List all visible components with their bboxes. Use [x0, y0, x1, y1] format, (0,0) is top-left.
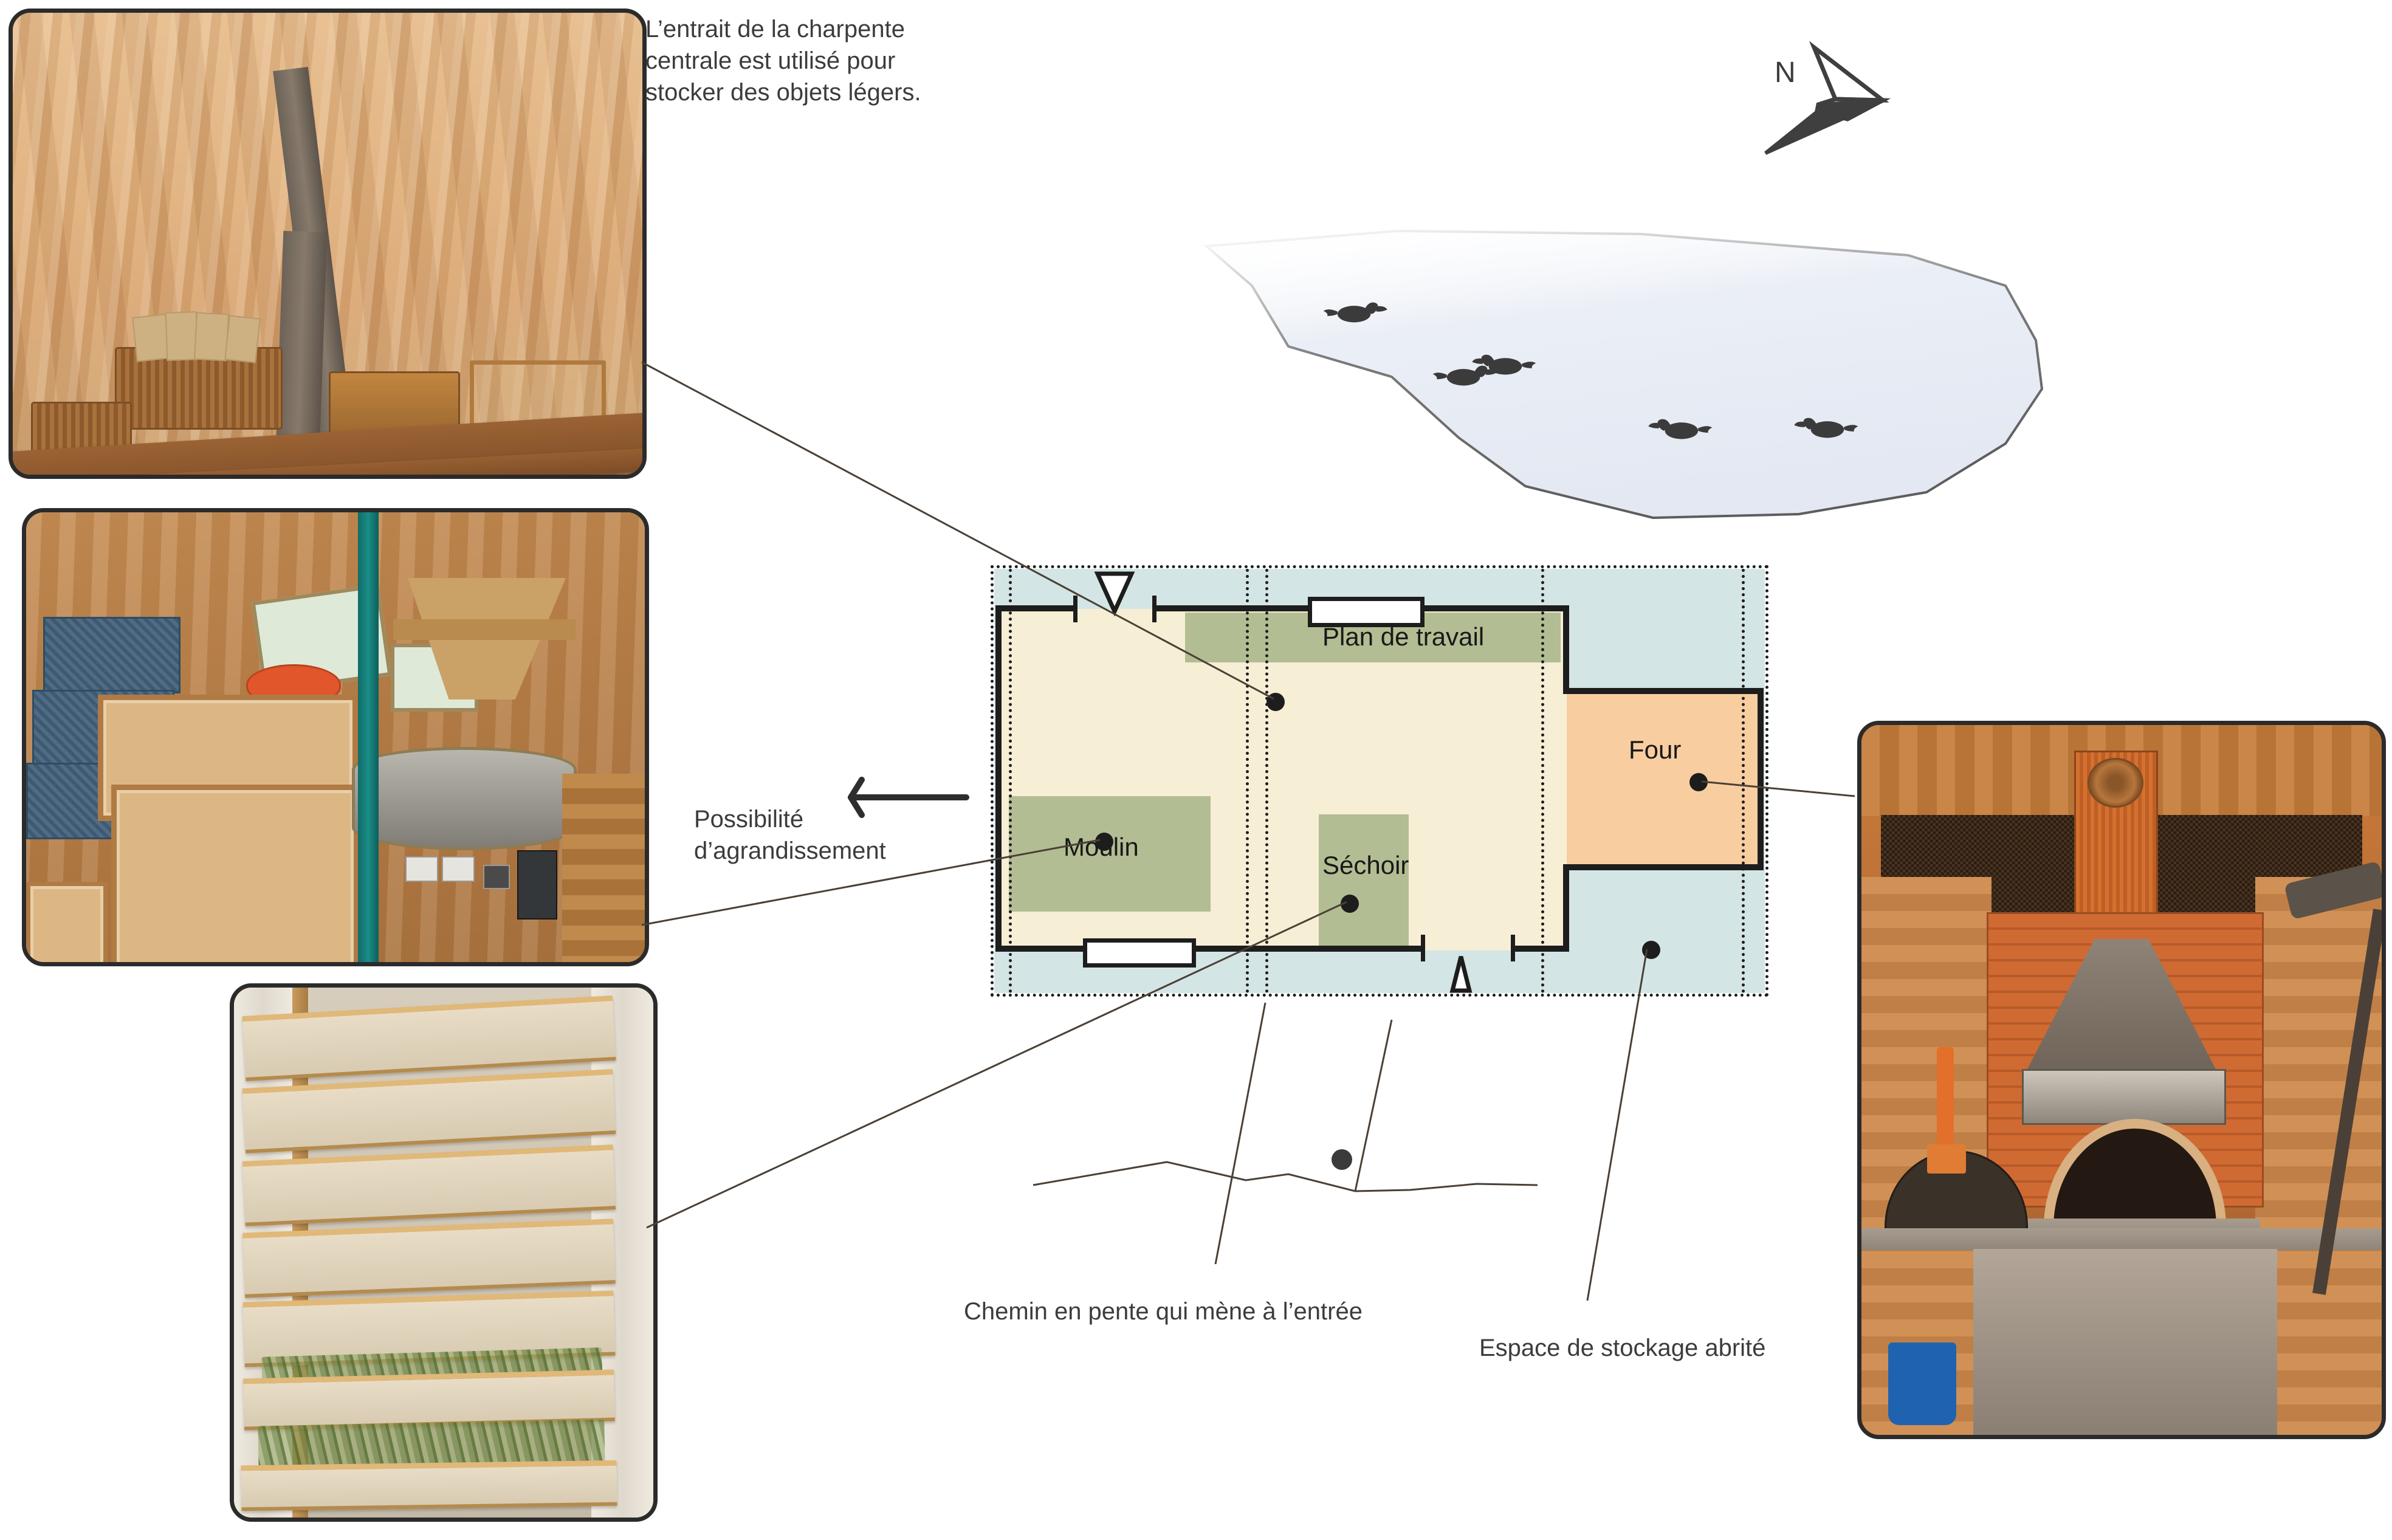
leader-dot-storage	[1642, 941, 1660, 959]
photo-sechoir-image	[234, 988, 653, 1518]
path-node-dot	[1332, 1149, 1352, 1170]
door-jamb-top-right	[1152, 596, 1156, 622]
photo-sechoir[interactable]	[230, 983, 658, 1522]
photo-attic[interactable]	[9, 9, 647, 479]
site-path-branch	[1354, 1019, 1393, 1192]
annotation-path: Chemin en pente qui mène à l’entrée	[964, 1298, 1363, 1325]
grid-line-2	[1246, 569, 1249, 993]
photo-moulin-image	[26, 512, 645, 962]
wall-top-left	[995, 605, 1073, 611]
wall-four-right	[1758, 688, 1764, 870]
leader-storage	[1586, 949, 1648, 1301]
annotation-storage: Espace de stockage abrité	[1479, 1335, 1766, 1361]
wall-bottom-right	[1514, 946, 1569, 952]
grid-line-4	[1541, 569, 1544, 993]
wall-right-lower	[1563, 864, 1569, 952]
label-sechoir: Séchoir	[1322, 851, 1409, 879]
furniture-sechoir	[1319, 814, 1409, 949]
label-four: Four	[1629, 735, 1682, 764]
leader-dot-charpente	[1266, 693, 1285, 711]
leader-dot-sechoir	[1341, 895, 1359, 913]
wall-four-top	[1563, 688, 1764, 694]
leader-dot-four	[1689, 773, 1708, 791]
wall-right-upper	[1563, 605, 1569, 694]
window-south	[1083, 938, 1196, 968]
annotation-attic-note: L’entrait de la charpente centrale est u…	[645, 16, 921, 106]
room-four	[1567, 690, 1760, 868]
wall-left	[995, 605, 1002, 952]
leader-path	[1214, 1002, 1266, 1265]
annotation-expansion: Possibilité d’agrandissement	[694, 806, 886, 864]
site-path	[1033, 1161, 1538, 1192]
floor-plan: Plan de travail Moulin Séchoir Four	[991, 565, 1768, 997]
photo-four-image	[1861, 725, 2382, 1435]
photo-moulin[interactable]	[22, 508, 649, 966]
door-jamb-top-left	[1073, 596, 1077, 622]
photo-attic-image	[13, 13, 642, 475]
label-plan-de-travail: Plan de travail	[1322, 622, 1485, 651]
door-jamb-bottom-right	[1511, 935, 1515, 961]
pond-shape	[1203, 229, 2044, 520]
compass-label: N	[1775, 57, 1796, 89]
window-north	[1308, 597, 1425, 627]
grid-line-3	[1265, 569, 1268, 993]
grid-line-5	[1742, 569, 1745, 993]
door-jamb-bottom-left	[1421, 935, 1425, 961]
wall-four-bottom	[1563, 864, 1764, 870]
wall-bottom-left	[995, 946, 1421, 952]
photo-four[interactable]	[1857, 721, 2386, 1439]
duck-silhouette-icon	[1323, 302, 1858, 439]
leader-dot-attic	[1095, 833, 1113, 851]
grid-line-1	[1009, 569, 1012, 993]
